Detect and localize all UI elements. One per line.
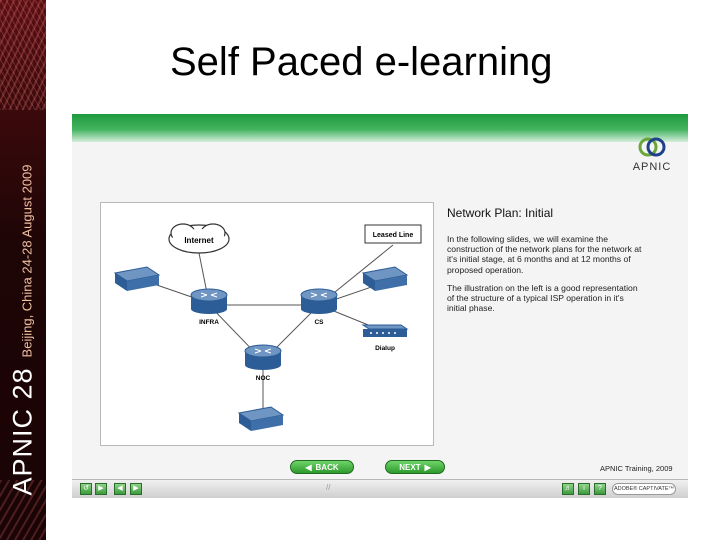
switch-icon <box>361 266 409 291</box>
play-icon[interactable]: ▶ <box>95 483 107 495</box>
banner-text: APNIC 28 Beijing, China 24-28 August 200… <box>8 164 39 495</box>
banner-artwork-top <box>0 0 46 110</box>
dialup-label: Dialup <box>375 345 395 352</box>
internet-label: Internet <box>184 236 214 245</box>
paragraph-line: of the structure of a typical ISP operat… <box>447 293 624 304</box>
switch-icon <box>113 266 161 291</box>
paragraph-line: The illustration on the left is a good r… <box>447 282 638 293</box>
playback-control-bar: ↺ ▶ ◀ ▶ // ♬ i ? ADOBE® CAPTIVATE™ <box>72 479 688 498</box>
noc-router-icon <box>244 344 282 370</box>
help-icon[interactable]: ? <box>594 483 606 495</box>
conference-name: APNIC 28 <box>7 367 38 496</box>
cs-router-icon <box>300 288 338 314</box>
apnic-logo: APNIC <box>622 134 682 173</box>
infra-label: INFRA <box>199 319 219 326</box>
switch-icon <box>237 406 285 431</box>
cs-label: CS <box>314 319 324 326</box>
intro-paragraph: In the following slides, we will examine… <box>447 234 687 275</box>
paragraph-line: construction of the network plans for th… <box>447 244 642 255</box>
banner-artwork-bottom <box>0 480 46 540</box>
paragraph-line: proposed operation. <box>447 264 524 275</box>
apnic-logo-text: APNIC <box>632 161 672 173</box>
progress-marker[interactable]: // <box>326 483 331 492</box>
info-icon[interactable]: i <box>578 483 590 495</box>
noc-label: NOC <box>256 375 271 382</box>
speaker-icon[interactable]: ♬ <box>562 483 574 495</box>
next-frame-icon[interactable]: ▶ <box>130 483 142 495</box>
paragraph-line: initial phase. <box>447 303 495 314</box>
header-band <box>72 114 688 142</box>
apnic-logo-icon <box>638 137 666 157</box>
next-label: NEXT <box>399 462 421 472</box>
slide-text-panel: Network Plan: Initial In the following s… <box>447 206 687 321</box>
conference-banner: APNIC 28 Beijing, China 24-28 August 200… <box>0 0 46 540</box>
elearning-player: APNIC Internet <box>72 114 688 498</box>
infra-router-icon <box>190 288 228 314</box>
paragraph-line: it's initial stage, at 6 months and at 1… <box>447 254 631 265</box>
arrow-left-icon: ◀ <box>305 462 312 472</box>
leased-line-label: Leased Line <box>373 232 414 239</box>
previous-icon[interactable]: ◀ <box>114 483 126 495</box>
back-label: BACK <box>315 462 339 472</box>
conference-location: Beijing, China 24-28 August 2009 <box>19 164 35 358</box>
next-button[interactable]: NEXT ▶ <box>385 460 445 474</box>
paragraph-line: In the following slides, we will examine… <box>447 234 608 244</box>
dialup-server-icon <box>361 324 409 337</box>
rewind-icon[interactable]: ↺ <box>80 483 92 495</box>
arrow-right-icon: ▶ <box>424 462 431 472</box>
adobe-captivate-badge[interactable]: ADOBE® CAPTIVATE™ <box>612 483 676 495</box>
illustration-paragraph: The illustration on the left is a good r… <box>447 283 687 314</box>
leased-line-box <box>364 224 422 244</box>
training-credit: APNIC Training, 2009 <box>600 464 673 473</box>
network-links <box>150 244 394 409</box>
back-button[interactable]: ◀ BACK <box>290 460 354 474</box>
network-diagram: Internet Leased Line INFRA <box>113 223 422 431</box>
slide-title: Self Paced e-learning <box>170 40 553 84</box>
section-heading: Network Plan: Initial <box>447 206 554 220</box>
network-diagram-panel: Internet Leased Line INFRA <box>100 202 434 446</box>
internet-cloud-icon <box>168 223 230 254</box>
